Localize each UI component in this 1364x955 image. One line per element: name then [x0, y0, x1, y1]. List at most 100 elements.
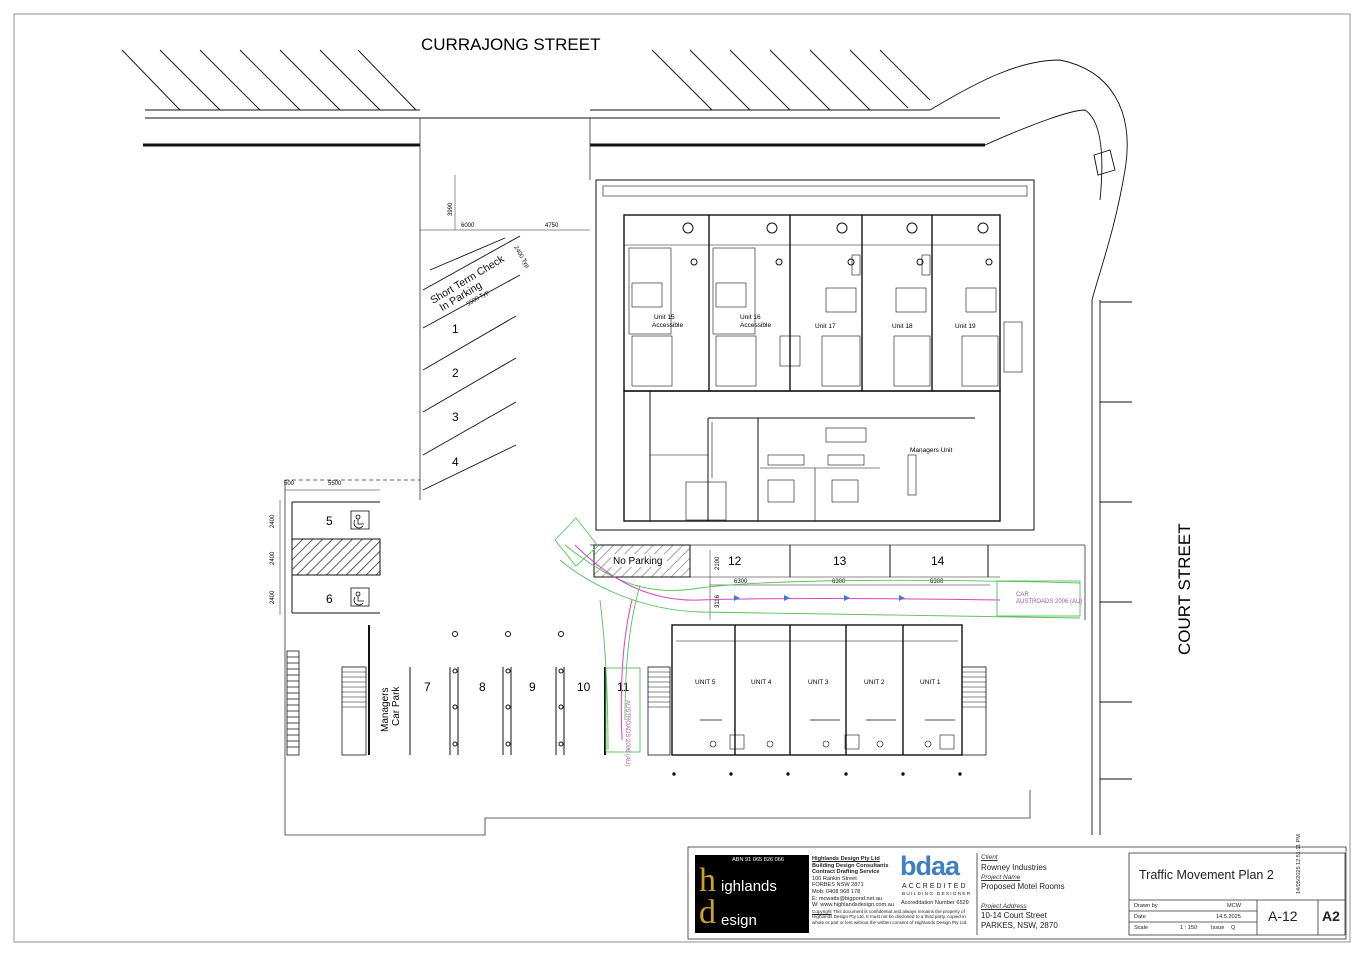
- drawing-number: A-12: [1268, 908, 1298, 924]
- space-14: 14: [931, 554, 945, 568]
- dim-2400-b: 2400: [270, 551, 276, 565]
- unit-2-label: UNIT 2: [864, 679, 885, 686]
- company-name: Highlands Design Pty Ltd: [812, 856, 880, 862]
- site-boundary: [284, 118, 1086, 836]
- vehicle-swept-path: [554, 517, 1081, 753]
- dim-4750: 4750: [545, 223, 559, 229]
- copyright-text: This document is confidential and always…: [812, 909, 968, 925]
- space-5: 5: [326, 514, 333, 528]
- street-name-court: COURT STREET: [1175, 523, 1194, 655]
- abn: ABN 91 065 826 066: [732, 857, 784, 863]
- sheet-size: A2: [1322, 908, 1340, 924]
- company-service-2: Contract Drafting Service: [812, 869, 880, 876]
- drawn-by-label: Drawn by: [1134, 903, 1158, 909]
- dimension-lines: [279, 175, 990, 620]
- scale-value: 1 : 150: [1180, 925, 1198, 931]
- space-4: 4: [452, 455, 459, 469]
- dim-6000: 6000: [461, 223, 475, 229]
- sheet-border: [13, 13, 1351, 943]
- space-8: 8: [479, 680, 486, 694]
- client-name: Rowney Industries: [981, 863, 1047, 872]
- bdaa-building-designer: BUILDING DESIGNER: [902, 892, 972, 897]
- dim-checkin-width: 2400 Typ: [512, 245, 530, 270]
- company-service-1: Building Design Consultants: [812, 862, 889, 869]
- unit-17-label: Unit 17: [815, 323, 836, 330]
- street-name-currajong: CURRAJONG STREET: [421, 35, 600, 54]
- bdaa-accredited: ACCREDITED: [902, 883, 968, 890]
- checkin-angled-parking: [422, 235, 521, 491]
- issue-label: Issue: [1211, 925, 1225, 931]
- company-address-2: FORBES NSW 2871: [812, 882, 864, 889]
- space-6: 6: [326, 592, 333, 606]
- project-label: Project Name: [981, 874, 1021, 881]
- drawn-by-value: MCW: [1227, 903, 1241, 909]
- space-12: 12: [728, 554, 742, 568]
- unit-4-label: UNIT 4: [751, 679, 772, 686]
- dim-500: 500: [284, 481, 295, 487]
- logo-h: h: [699, 862, 716, 899]
- sheet-title: Traffic Movement Plan 2: [1139, 868, 1274, 882]
- dim-3990: 3990: [448, 202, 454, 216]
- space-11: 11: [617, 680, 630, 694]
- print-timestamp: 14/05/2025 12:51:11 PM: [1296, 834, 1302, 894]
- unit-1-label: UNIT 1: [920, 679, 941, 686]
- space-3: 3: [452, 410, 459, 424]
- date-value: 14.5.2025: [1216, 914, 1241, 920]
- unit-16-sublabel: Accessible: [740, 322, 771, 329]
- car-park-central: [341, 625, 606, 756]
- logo-panel: [695, 855, 809, 933]
- dim-2400-a: 2400: [270, 514, 276, 528]
- title-block-frame: [687, 846, 1347, 940]
- unit-16-label: Unit 16: [740, 314, 761, 321]
- unit-5-label: UNIT 5: [695, 679, 716, 686]
- project-name: Proposed Motel Rooms: [981, 882, 1065, 891]
- motel-block-south: [647, 624, 987, 776]
- company-mobile: Mob: 0408 968 178: [812, 888, 861, 895]
- unit-15-label: Unit 15: [654, 314, 675, 321]
- company-address-1: 100 Rankin Street: [812, 875, 857, 882]
- unit-15-sublabel: Accessible: [652, 322, 683, 329]
- date-label: Date: [1134, 914, 1146, 920]
- company-details: Highlands Design Pty Ltd Building Design…: [812, 856, 900, 909]
- unit-19-label: Unit 19: [955, 323, 976, 330]
- space-7: 7: [424, 680, 431, 694]
- bdaa-logo: bdaa: [900, 851, 960, 881]
- project-address-line-1: 10-14 Court Street: [981, 911, 1047, 920]
- space-9: 9: [529, 680, 536, 694]
- motel-block-north: [595, 179, 1035, 531]
- dim-6300-c: 6300: [930, 579, 944, 585]
- issue-value: Q: [1231, 925, 1236, 931]
- scale-label: Scale: [1134, 925, 1148, 931]
- car-park-west: [291, 501, 381, 614]
- logo-wordmark: h ighlands d esign: [699, 864, 807, 932]
- client-label: Client: [981, 854, 998, 861]
- company-email: E: mcwatts@bigpond.net.au: [812, 895, 883, 902]
- logo-d: d: [699, 894, 716, 931]
- project-address-line-2: PARKES, NSW, 2870: [981, 921, 1058, 930]
- dim-5500: 5500: [328, 481, 342, 487]
- no-parking-label-bg: [611, 554, 667, 567]
- dim-2100: 2100: [715, 556, 721, 570]
- dim-6300-a: 6300: [734, 579, 748, 585]
- space-2: 2: [452, 366, 459, 380]
- unit-18-label: Unit 18: [892, 323, 913, 330]
- space-1: 1: [452, 322, 459, 336]
- dim-3116: 3116: [715, 594, 721, 608]
- car-template-label-vertical: AUSTROADS 2006 (AU): [624, 700, 630, 766]
- unit-3-label: UNIT 3: [808, 679, 829, 686]
- no-parking-label: No Parking: [613, 556, 662, 567]
- dim-2400-c: 2400: [270, 590, 276, 604]
- copyright-label: Copyright: [812, 909, 832, 914]
- logo-ighlands: ighlands: [721, 878, 777, 895]
- bike-rack: [286, 650, 300, 756]
- project-address-label: Project Address: [981, 903, 1027, 910]
- managers-car-park-label: ManagersCar Park: [380, 686, 402, 732]
- logo-esign: esign: [721, 912, 757, 929]
- dim-6300-b: 6300: [832, 579, 846, 585]
- copyright-notice: Copyright This document is confidential …: [812, 909, 974, 925]
- space-10: 10: [577, 680, 591, 694]
- space-13: 13: [833, 554, 847, 568]
- managers-unit-label: Managers Unit: [910, 447, 952, 454]
